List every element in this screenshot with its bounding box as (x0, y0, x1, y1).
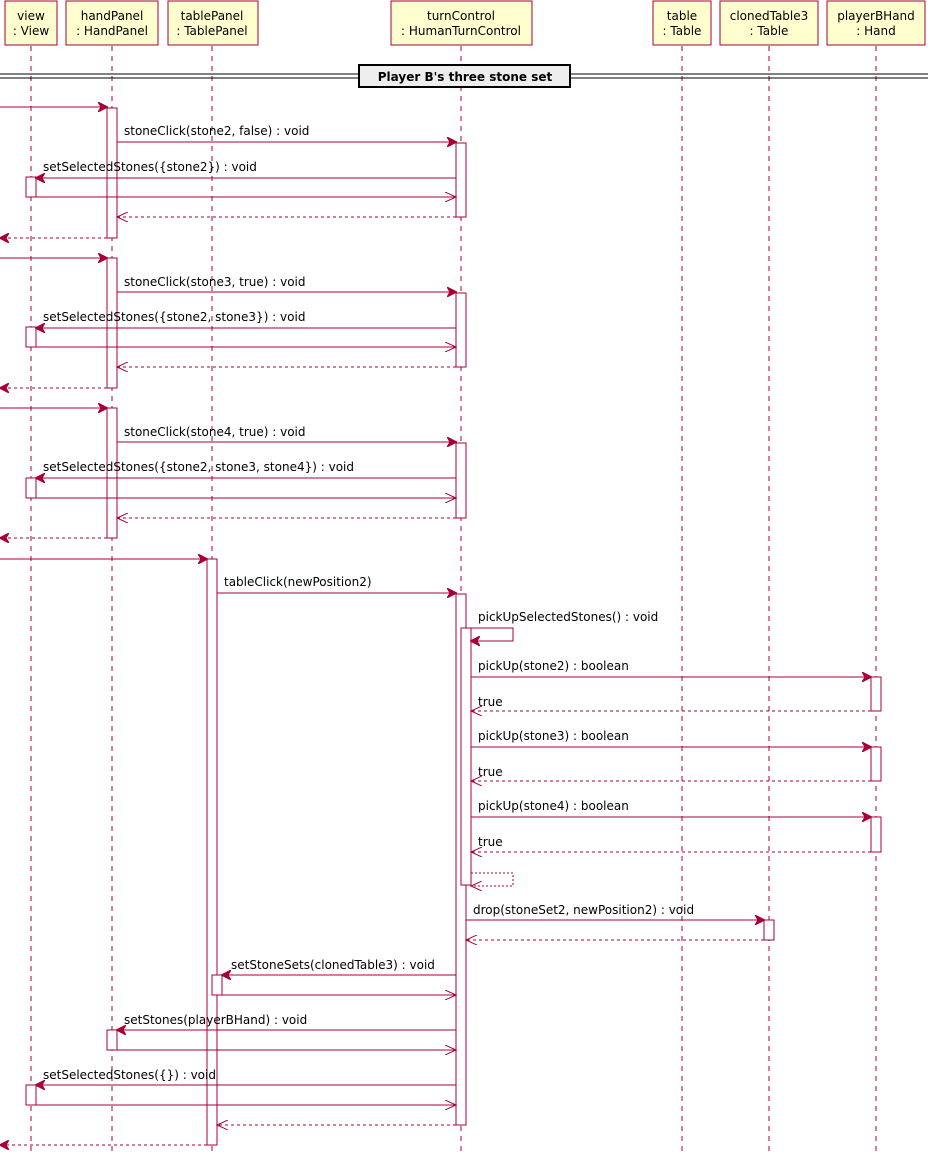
activation-bar (870, 746, 882, 782)
message-return: true (471, 835, 871, 852)
message-label: true (478, 835, 503, 849)
activation-bar (455, 442, 467, 519)
message-return: true (471, 765, 871, 781)
participant-cloned: clonedTable3: Table (719, 0, 819, 46)
activation-bar (25, 477, 37, 499)
participant-type: : TablePanel (176, 24, 247, 38)
self-return-arrow (471, 872, 514, 886)
message-call: tableClick(newPosition2) (217, 575, 456, 593)
message-label: setSelectedStones({stone2, stone3, stone… (43, 460, 354, 474)
activation-bar (25, 176, 37, 198)
activation-bar (106, 407, 118, 539)
message-label: setSelectedStones({}) : void (43, 1068, 216, 1082)
activation-bar (455, 292, 467, 368)
message-call: setStoneSets(clonedTable3) : void (222, 958, 456, 975)
participant-type: : Table (750, 24, 789, 38)
message-label: stoneClick(stone3, true) : void (124, 275, 306, 289)
participant-type: : View (13, 24, 50, 38)
participant-turn: turnControl: HumanTurnControl (390, 0, 533, 46)
message-label: setStones(playerBHand) : void (124, 1013, 307, 1027)
separator-label: Player B's three stone set (378, 70, 553, 84)
message-call: pickUp(stone3) : boolean (471, 729, 871, 747)
message-call: stoneClick(stone2, false) : void (117, 124, 456, 142)
message-label: setSelectedStones({stone2}) : void (43, 160, 257, 174)
participant-name: view (17, 9, 45, 23)
message-label: setSelectedStones({stone2, stone3}) : vo… (43, 310, 305, 324)
participant-name: table (667, 9, 697, 23)
message-label: tableClick(newPosition2) (224, 575, 372, 589)
participant-type: : Hand (856, 24, 895, 38)
message-label: pickUpSelectedStones() : void (478, 610, 658, 624)
activation-bar (25, 326, 37, 348)
participant-name: tablePanel (181, 9, 244, 23)
activation-bar (870, 816, 882, 853)
message-label: stoneClick(stone2, false) : void (124, 124, 309, 138)
activation-bar (106, 257, 118, 389)
activation-bar (211, 974, 223, 996)
activation-bar (460, 627, 472, 886)
message-call: stoneClick(stone3, true) : void (117, 275, 456, 292)
section-separator: Player B's three stone set (0, 64, 928, 88)
activation-bar (870, 676, 882, 712)
message-self: pickUpSelectedStones() : void (471, 610, 658, 641)
participant-hand2: playerBHand: Hand (826, 0, 926, 46)
participant-name: playerBHand (837, 9, 915, 23)
participant-view: view: View (4, 0, 58, 46)
message-label: drop(stoneSet2, newPosition2) : void (473, 903, 694, 917)
activation-bar (455, 142, 467, 218)
message-label: pickUp(stone2) : boolean (478, 659, 629, 673)
message-label: true (478, 695, 503, 709)
message-label: true (478, 765, 503, 779)
self-call-arrow (471, 627, 514, 641)
message-call: stoneClick(stone4, true) : void (117, 425, 456, 442)
participant-name: clonedTable3 (730, 9, 809, 23)
message-call: setSelectedStones({stone2, stone3}) : vo… (36, 310, 456, 328)
participant-name: turnControl (427, 9, 495, 23)
activation-bar (106, 1029, 118, 1051)
participant-hand: handPanel: HandPanel (65, 0, 159, 46)
participant-type: : HumanTurnControl (401, 24, 521, 38)
participant-tablePanel: tablePanel: TablePanel (167, 0, 259, 46)
message-return: true (471, 695, 871, 711)
participant-name: handPanel (81, 9, 144, 23)
participant-type: : Table (663, 24, 702, 38)
message-label: pickUp(stone3) : boolean (478, 729, 629, 743)
message-call: setSelectedStones({stone2}) : void (36, 160, 456, 178)
message-selfreturn (471, 872, 514, 886)
message-call: pickUp(stone4) : boolean (471, 799, 871, 817)
message-call: setStones(playerBHand) : void (117, 1013, 456, 1030)
participant-table: table: Table (652, 0, 712, 46)
message-call: setSelectedStones({}) : void (36, 1068, 456, 1085)
participant-type: : HandPanel (76, 24, 148, 38)
message-label: setStoneSets(clonedTable3) : void (231, 958, 435, 972)
message-call: drop(stoneSet2, newPosition2) : void (466, 903, 764, 920)
message-call: pickUp(stone2) : boolean (471, 659, 871, 677)
activation-bar (25, 1084, 37, 1106)
activation-bar (106, 107, 118, 239)
message-call: setSelectedStones({stone2, stone3, stone… (36, 460, 456, 478)
activation-bar (763, 919, 775, 941)
activation-bar (206, 558, 218, 1146)
message-label: pickUp(stone4) : boolean (478, 799, 629, 813)
message-label: stoneClick(stone4, true) : void (124, 425, 306, 439)
